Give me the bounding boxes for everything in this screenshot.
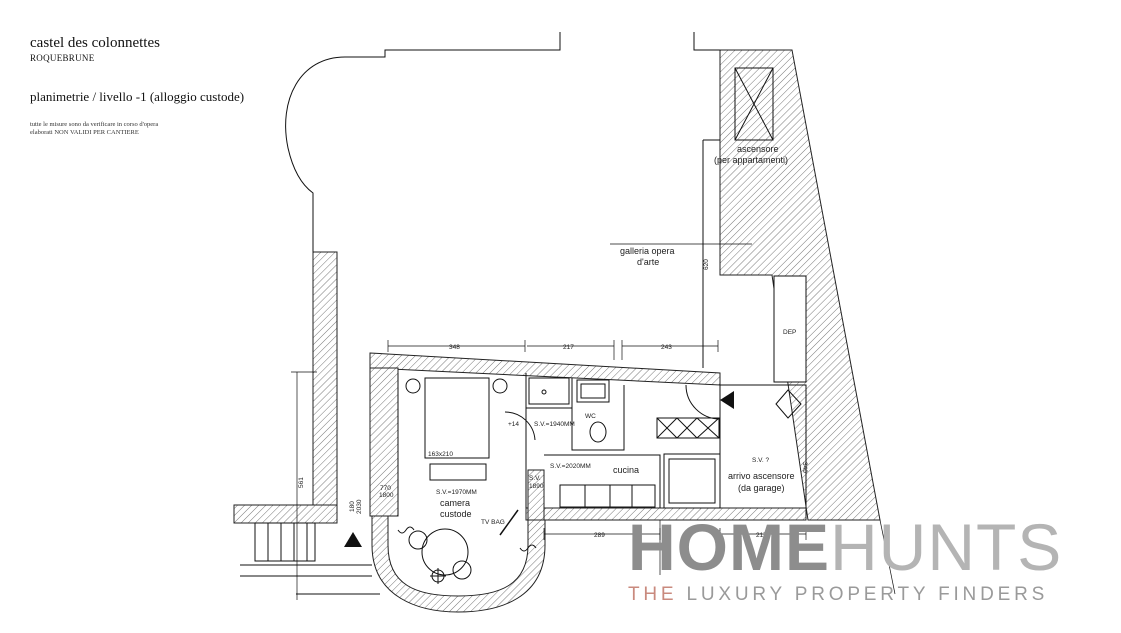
arrivo-sv: S.V. ? bbox=[752, 457, 769, 464]
tv-unit bbox=[499, 509, 519, 536]
camera-sv: S.V.=1970MM bbox=[436, 489, 477, 496]
dim-340: 340 bbox=[801, 462, 808, 473]
dimension-lines-bottom bbox=[543, 519, 896, 595]
label-galleria: galleria opera bbox=[620, 246, 675, 256]
elevator-shaft bbox=[702, 67, 774, 368]
upper-outline bbox=[285, 32, 720, 252]
dim-217-top: 217 bbox=[563, 344, 574, 351]
level-plus14: +14 bbox=[508, 421, 519, 428]
label-cucina: cucina bbox=[613, 465, 639, 475]
plan-title: castel des colonnettes bbox=[30, 35, 160, 51]
watermark-hunts: HUNTS bbox=[830, 510, 1063, 584]
bed bbox=[405, 377, 508, 481]
label-dep: DEP bbox=[783, 329, 796, 336]
dim-561: 561 bbox=[298, 477, 305, 488]
label-wc: WC bbox=[585, 413, 596, 420]
watermark-tagline: THE LUXURY PROPERTY FINDERS bbox=[628, 584, 1118, 606]
label-ascensore-sub: (per appartamenti) bbox=[714, 155, 788, 165]
dimension-lines-top bbox=[387, 340, 719, 360]
watermark-logo: HOMEHUNTS bbox=[628, 512, 1118, 582]
label-tv: TV BAG bbox=[481, 519, 505, 526]
p180-a: 180 bbox=[349, 501, 356, 512]
label-camera-sub: custode bbox=[440, 509, 472, 519]
sv-1890-a: S.V. bbox=[529, 475, 541, 482]
dim-289: 289 bbox=[594, 532, 605, 539]
homehunts-watermark: HOMEHUNTS THE LUXURY PROPERTY FINDERS bbox=[628, 512, 1118, 606]
bed-size: 163x210 bbox=[428, 451, 453, 458]
cucina-sv: S.V.=2020MM bbox=[550, 463, 591, 470]
dim-243: 243 bbox=[661, 344, 672, 351]
sv-1890-b: 1890 bbox=[529, 483, 544, 490]
dim-348: 348 bbox=[449, 344, 460, 351]
watermark-tagline-rest: LUXURY PROPERTY FINDERS bbox=[677, 584, 1049, 605]
dim-217-bottom: 217 bbox=[756, 532, 767, 539]
wall-round-bay bbox=[371, 515, 546, 613]
interior-walls bbox=[397, 373, 807, 516]
dim-620: 620 bbox=[703, 259, 710, 270]
label-ascensore: ascensore bbox=[737, 144, 779, 154]
wall-north bbox=[369, 352, 721, 386]
p180-b: 2030 bbox=[356, 499, 363, 514]
p770-a: 770 bbox=[380, 485, 391, 492]
label-galleria-sub: d'arte bbox=[637, 257, 659, 267]
table-chairs bbox=[397, 526, 537, 584]
wc-fixtures bbox=[504, 377, 610, 443]
label-arrivo: arrivo ascensore bbox=[728, 471, 795, 481]
watermark-the: THE bbox=[628, 584, 678, 605]
wall-terrace bbox=[233, 504, 338, 524]
dimension-west bbox=[291, 371, 317, 600]
plan-note: tutte le misure sono da verificare in co… bbox=[30, 121, 244, 137]
wall-west bbox=[312, 251, 338, 506]
terrace-stairs bbox=[240, 522, 380, 595]
wall-partition bbox=[527, 469, 545, 521]
plan-location: ROQUEBRUNE bbox=[30, 53, 95, 63]
title-block: castel des colonnettes ROQUEBRUNE planim… bbox=[30, 34, 244, 137]
entry-arrow-icon bbox=[344, 532, 362, 547]
elevator-arrow-icon bbox=[720, 391, 734, 409]
dep-storage bbox=[773, 275, 807, 383]
label-camera: camera bbox=[440, 498, 470, 508]
p770-b: 1800 bbox=[379, 492, 394, 499]
kitchen-units bbox=[559, 417, 721, 509]
plan-note-line1: tutte le misure sono da verificare in co… bbox=[30, 121, 159, 128]
label-arrivo-sub: (da garage) bbox=[738, 483, 785, 493]
watermark-home: HOME bbox=[628, 510, 830, 584]
wc-sv: S.V.=1940MM bbox=[534, 421, 575, 428]
plan-note-line2: elaborati NON VALIDI PER CANTIERE bbox=[30, 129, 139, 136]
arrival-fixtures bbox=[685, 384, 802, 420]
plan-subtitle: planimetrie / livello -1 (alloggio custo… bbox=[30, 89, 245, 104]
